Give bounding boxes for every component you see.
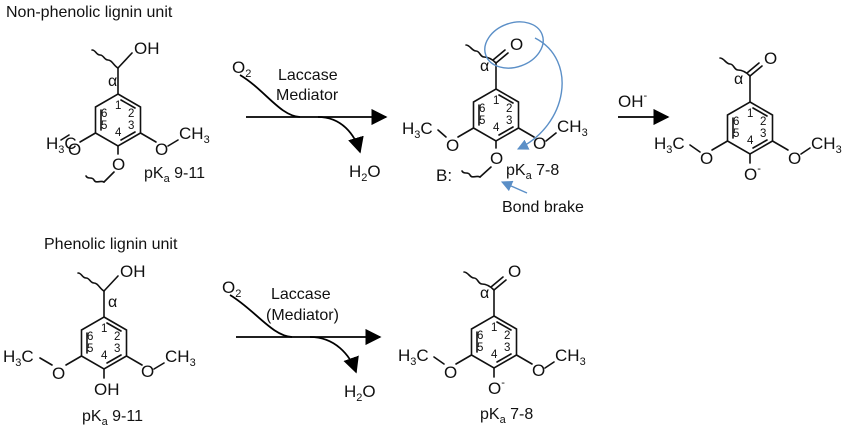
svg-text:4: 4 <box>101 350 108 362</box>
svg-text:2: 2 <box>504 330 510 342</box>
svg-text:3: 3 <box>504 342 510 354</box>
svg-text:H3C: H3C <box>402 119 433 141</box>
svg-text:O: O <box>533 134 546 153</box>
svg-text:OH: OH <box>134 39 160 58</box>
svg-text:4: 4 <box>747 135 754 147</box>
svg-text:α: α <box>480 58 489 75</box>
svg-text:α: α <box>480 285 489 302</box>
structure-nonphenolic-intermediate: O α H3C O O CH3 O pKa 7-8 B: 1 2 3 4 5 6 <box>402 35 588 185</box>
svg-text:OH: OH <box>120 262 146 281</box>
svg-text:pKa 9-11: pKa 9-11 <box>82 408 143 428</box>
svg-text:CH3: CH3 <box>557 117 588 139</box>
svg-text:B:: B: <box>436 166 452 185</box>
svg-text:O: O <box>68 140 81 159</box>
svg-text:CH3: CH3 <box>555 346 586 368</box>
svg-text:H3C: H3C <box>46 134 77 156</box>
svg-text:O: O <box>141 362 154 381</box>
svg-text:1: 1 <box>101 323 107 335</box>
svg-text:O: O <box>700 149 713 168</box>
svg-text:(Mediator): (Mediator) <box>266 307 339 324</box>
svg-text:5: 5 <box>733 128 739 140</box>
svg-text:3: 3 <box>114 343 120 355</box>
structure-phenolic-product: O α H3C O O CH3 O- pKa 7-8 1 2 3 4 5 6 <box>398 262 586 426</box>
svg-text:2: 2 <box>506 103 512 115</box>
svg-text:OH-: OH- <box>618 90 648 111</box>
svg-text:O2: O2 <box>222 278 241 300</box>
svg-text:2: 2 <box>128 108 134 120</box>
svg-text:H3C: H3C <box>654 134 685 156</box>
svg-text:O: O <box>764 49 777 68</box>
svg-text:α: α <box>108 294 117 311</box>
structure-nonphenolic-product: O α H3C O O CH3 O- 1 2 3 4 5 6 <box>654 49 842 184</box>
svg-text:1: 1 <box>747 108 753 120</box>
structure-nonphenolic-reactant: OH α H3C O O CH3 O pKa 9-11 1 2 3 4 5 6 <box>46 39 210 185</box>
title-phenolic: Phenolic lignin unit <box>44 236 178 253</box>
svg-text:1: 1 <box>115 100 121 112</box>
svg-text:Mediator: Mediator <box>276 87 339 104</box>
svg-text:α: α <box>108 73 117 90</box>
svg-text:Laccase: Laccase <box>278 67 338 84</box>
svg-text:O: O <box>444 363 457 382</box>
svg-text:4: 4 <box>493 122 500 134</box>
svg-text:pKa 9-11: pKa 9-11 <box>144 165 205 185</box>
svg-text:4: 4 <box>491 349 498 361</box>
svg-text:CH3: CH3 <box>179 124 210 146</box>
svg-text:H3C: H3C <box>398 346 429 368</box>
svg-text:O: O <box>788 149 801 168</box>
svg-text:5: 5 <box>101 120 107 132</box>
svg-text:O: O <box>532 361 545 380</box>
svg-text:pKa 7-8: pKa 7-8 <box>480 406 533 426</box>
svg-text:H2O: H2O <box>349 162 381 184</box>
svg-text:6: 6 <box>101 108 107 120</box>
svg-text:CH3: CH3 <box>811 134 842 156</box>
svg-text:O: O <box>490 149 503 168</box>
bond-break-label: Bond brake <box>502 199 584 216</box>
reaction-arrow-bottom: O2 Laccase (Mediator) H2O <box>222 278 382 404</box>
svg-text:O: O <box>508 262 521 281</box>
svg-text:O: O <box>155 140 168 159</box>
svg-text:1: 1 <box>491 322 497 334</box>
svg-text:O: O <box>112 155 125 174</box>
svg-text:H2O: H2O <box>344 382 376 404</box>
svg-text:4: 4 <box>115 127 122 139</box>
svg-text:5: 5 <box>479 115 485 127</box>
svg-text:3: 3 <box>506 115 512 127</box>
svg-text:O: O <box>52 364 65 383</box>
svg-text:6: 6 <box>733 116 739 128</box>
svg-text:1: 1 <box>493 95 499 107</box>
svg-text:OH: OH <box>94 380 120 399</box>
svg-text:2: 2 <box>760 116 766 128</box>
svg-text:5: 5 <box>477 342 483 354</box>
svg-text:3: 3 <box>128 120 134 132</box>
svg-text:O: O <box>510 35 523 54</box>
svg-text:5: 5 <box>87 343 93 355</box>
structure-phenolic-reactant: OH α H3C O O CH3 OH pKa 9-11 1 2 3 4 5 6 <box>3 262 196 428</box>
svg-text:α: α <box>734 71 743 88</box>
reaction-arrow-hydroxide: OH- <box>618 90 670 126</box>
svg-text:H3C: H3C <box>3 347 34 369</box>
title-non-phenolic: Non-phenolic lignin unit <box>6 4 173 21</box>
svg-text:Laccase: Laccase <box>271 286 331 303</box>
svg-text:3: 3 <box>760 128 766 140</box>
svg-text:2: 2 <box>114 331 120 343</box>
svg-text:O2: O2 <box>232 58 251 80</box>
reaction-arrow-top: O2 Laccase Mediator H2O <box>232 58 388 184</box>
svg-text:6: 6 <box>477 330 483 342</box>
svg-text:6: 6 <box>479 103 485 115</box>
svg-text:CH3: CH3 <box>165 347 196 369</box>
svg-text:O-: O- <box>744 163 761 184</box>
svg-text:O: O <box>446 136 459 155</box>
svg-text:O-: O- <box>488 377 505 398</box>
svg-text:pKa 7-8: pKa 7-8 <box>506 162 559 182</box>
svg-text:6: 6 <box>87 331 93 343</box>
electron-flow-annotation: Bond brake <box>484 21 584 216</box>
